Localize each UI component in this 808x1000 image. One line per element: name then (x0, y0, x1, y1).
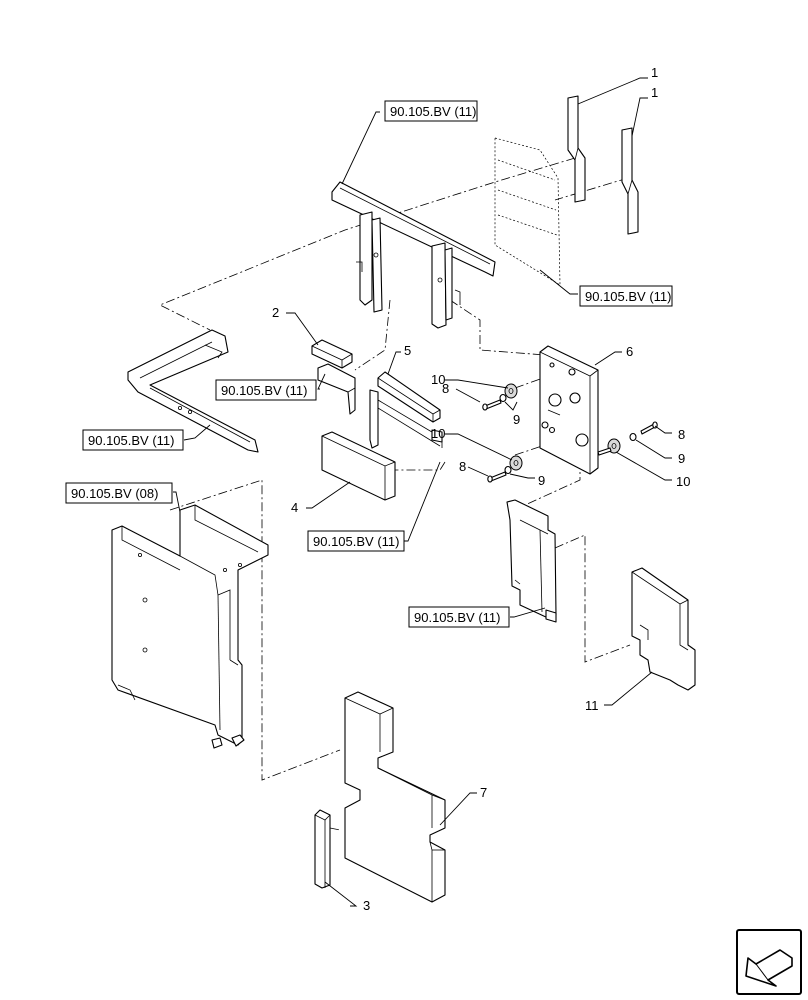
ref-box-7[interactable]: 90.105.BV (11) (408, 606, 510, 628)
callout-8c: 8 (678, 427, 685, 442)
part-1-strip-left[interactable] (567, 95, 586, 203)
bolt-8-a[interactable] (482, 399, 502, 411)
upper-frame-assembly (331, 181, 496, 329)
washer-10-a[interactable] (504, 383, 518, 399)
ref-box-7-label: 90.105.BV (11) (414, 610, 500, 625)
part-11-plate[interactable] (631, 567, 696, 691)
ref-box-5[interactable]: 90.105.BV (08) (65, 482, 173, 504)
bolt-8-c[interactable] (640, 421, 658, 435)
part-4-block[interactable] (321, 431, 396, 501)
vertical-bracket-right (506, 499, 557, 623)
callout-10a: 10 (431, 372, 445, 387)
ref-box-2[interactable]: 90.105.BV (11) (579, 285, 673, 307)
ref-box-1-label: 90.105.BV (11) (390, 104, 476, 119)
bracket-small (317, 363, 356, 415)
part-3-strip[interactable] (314, 809, 331, 889)
ref-box-5-label: 90.105.BV (08) (71, 486, 158, 501)
arrow-navigation-icon[interactable] (736, 929, 802, 995)
callout-3: 3 (363, 898, 370, 913)
spacer-9-a[interactable] (499, 393, 507, 403)
callout-9b: 9 (538, 473, 545, 488)
callout-2: 2 (272, 305, 279, 320)
part-2-pad[interactable] (311, 339, 353, 369)
callout-8a: 8 (442, 381, 449, 396)
part-7-foam-block[interactable] (344, 691, 446, 903)
spacer-9-c[interactable] (629, 432, 637, 442)
callout-4: 4 (291, 500, 298, 515)
callout-10c: 10 (676, 474, 690, 489)
leader-lines (173, 77, 672, 907)
ref-box-1[interactable]: 90.105.BV (11) (384, 100, 478, 122)
callout-9a: 9 (513, 412, 520, 427)
callout-1a: 1 (651, 65, 658, 80)
reference-panel-top (494, 137, 561, 286)
callout-8b: 8 (459, 459, 466, 474)
callout-11: 11 (585, 698, 599, 713)
bracket-assembly-center (369, 389, 443, 449)
ref-box-4-label: 90.105.BV (11) (88, 433, 174, 448)
ref-box-3-label: 90.105.BV (11) (221, 383, 307, 398)
bolt-8-b[interactable] (487, 471, 507, 483)
spacer-9-b[interactable] (504, 465, 512, 475)
part-6-plate[interactable] (539, 345, 599, 475)
large-side-panel (111, 504, 269, 749)
callout-6: 6 (626, 344, 633, 359)
left-frame-assembly (127, 329, 259, 453)
callout-9c: 9 (678, 451, 685, 466)
part-5-bar[interactable] (377, 371, 441, 423)
ref-box-2-label: 90.105.BV (11) (585, 289, 671, 304)
callout-1b: 1 (651, 85, 658, 100)
ref-box-6[interactable]: 90.105.BV (11) (307, 530, 405, 552)
washer-10-c[interactable] (597, 438, 621, 456)
part-1-strip-right[interactable] (621, 127, 639, 235)
callout-numbers: 1 1 2 3 4 5 6 7 10 8 9 10 8 9 8 9 10 11 (272, 65, 690, 913)
ref-box-6-label: 90.105.BV (11) (313, 534, 399, 549)
callout-7: 7 (480, 785, 487, 800)
callout-10b: 10 (431, 426, 445, 441)
ref-box-3[interactable]: 90.105.BV (11) (215, 379, 317, 401)
washer-10-b[interactable] (509, 455, 523, 471)
ref-box-4[interactable]: 90.105.BV (11) (82, 429, 184, 451)
callout-5: 5 (404, 343, 411, 358)
